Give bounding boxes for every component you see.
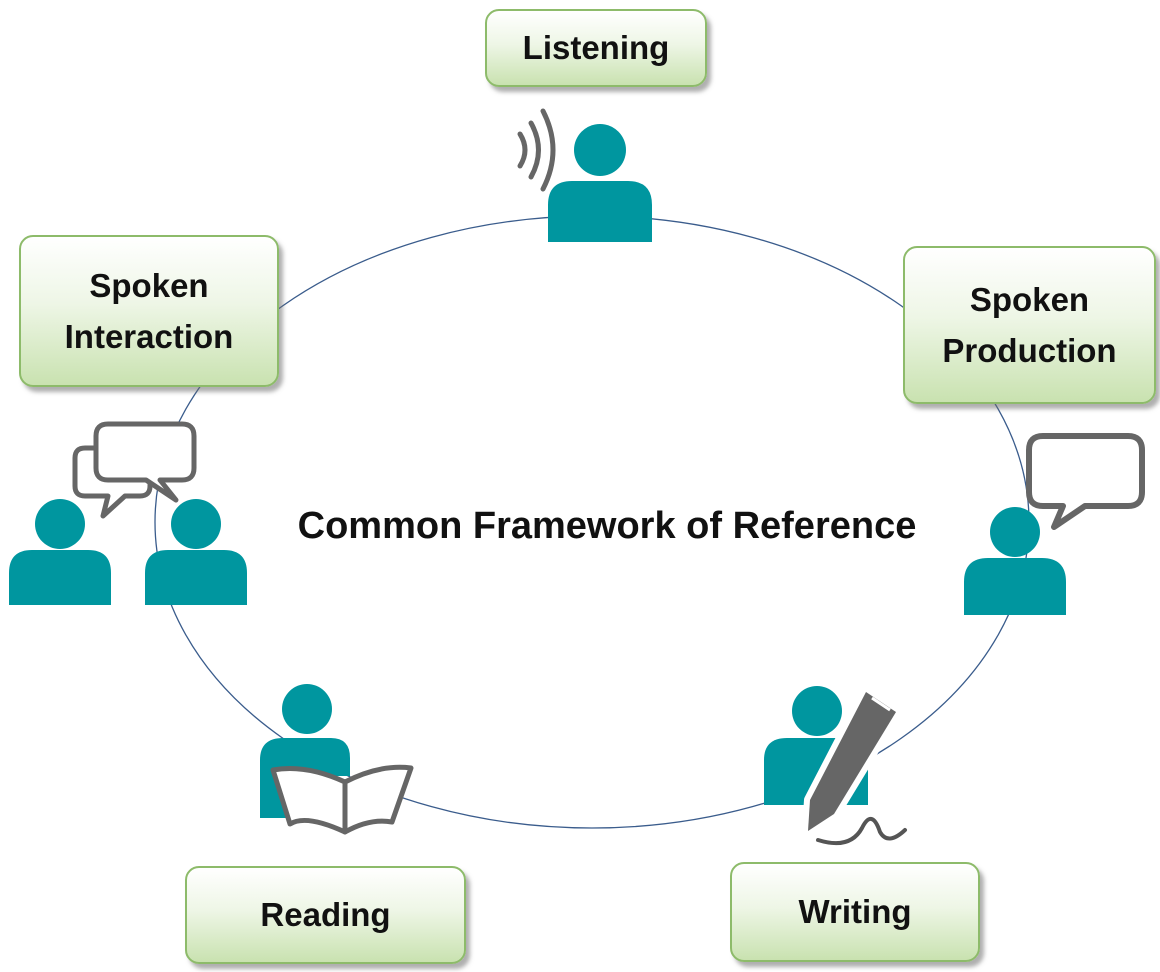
sound-waves-icon <box>517 108 556 192</box>
spoken-interaction-label: Spoken Interaction <box>64 266 234 355</box>
pencil-icon <box>802 686 902 837</box>
writing-box: Writing <box>730 862 980 962</box>
spoken-production-label: Spoken Production <box>942 280 1117 369</box>
writing-label: Writing <box>798 893 912 931</box>
speech-bubble-icon <box>1026 433 1145 530</box>
production-person-icon <box>964 507 1066 615</box>
speech-bubble-icon <box>72 421 197 519</box>
book-icon <box>270 764 414 835</box>
scribble-line <box>816 817 907 845</box>
reading-box: Reading <box>185 866 466 964</box>
spoken-production-box: Spoken Production <box>903 246 1156 404</box>
interaction-person-left-icon <box>9 499 111 605</box>
spoken-interaction-box: Spoken Interaction <box>19 235 279 387</box>
diagram-title: Common Framework of Reference <box>297 505 917 547</box>
reading-label: Reading <box>260 896 391 934</box>
listening-person-icon <box>548 124 652 242</box>
listening-label: Listening <box>522 29 670 67</box>
interaction-person-right-icon <box>145 499 247 605</box>
listening-box: Listening <box>485 9 707 87</box>
